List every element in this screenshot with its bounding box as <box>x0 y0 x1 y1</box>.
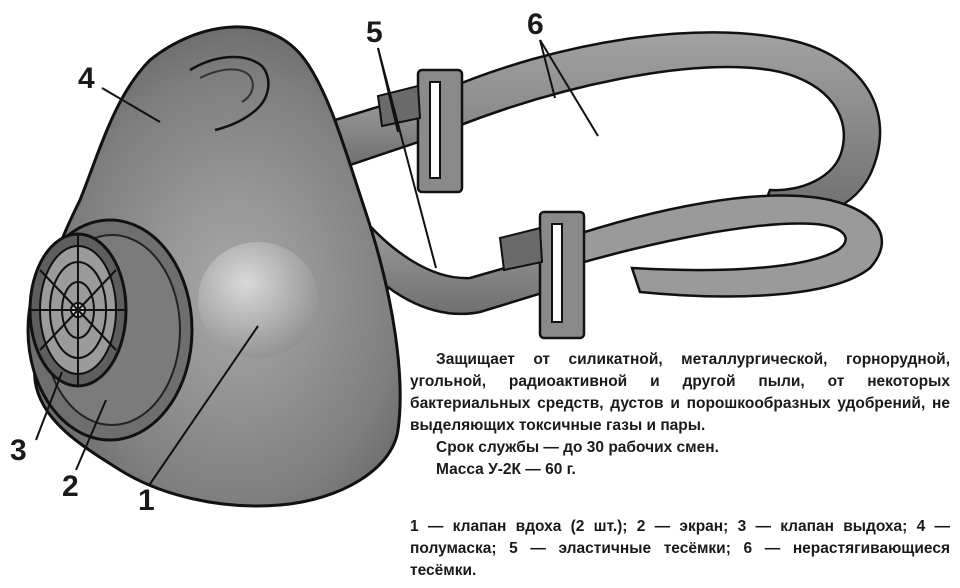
leader-lines <box>35 39 599 485</box>
strap-nonstretch-lower <box>558 194 883 298</box>
description-mass: Масса У-2К — 60 г. <box>436 461 576 478</box>
label-6: 6 <box>527 8 544 41</box>
exhalation-valve <box>28 232 128 388</box>
description-service-life: Срок службы — до 30 рабочих смен. <box>436 439 719 456</box>
label-2: 2 <box>62 470 79 503</box>
parts-legend: 1 — клапан вдоха (2 шт.); 2 — экран; 3 —… <box>410 518 950 579</box>
inhalation-valve <box>198 242 318 358</box>
label-5: 5 <box>366 16 383 49</box>
strap-nonstretch-upper <box>438 31 882 220</box>
description-block: Защищает от силикатной, металлургической… <box>410 349 950 481</box>
label-1: 1 <box>138 484 155 517</box>
label-4: 4 <box>78 62 95 95</box>
buckle-lower <box>498 210 586 340</box>
description-main: Защищает от силикатной, металлургической… <box>410 351 950 434</box>
nose-fold <box>189 55 270 132</box>
label-3: 3 <box>10 434 27 467</box>
